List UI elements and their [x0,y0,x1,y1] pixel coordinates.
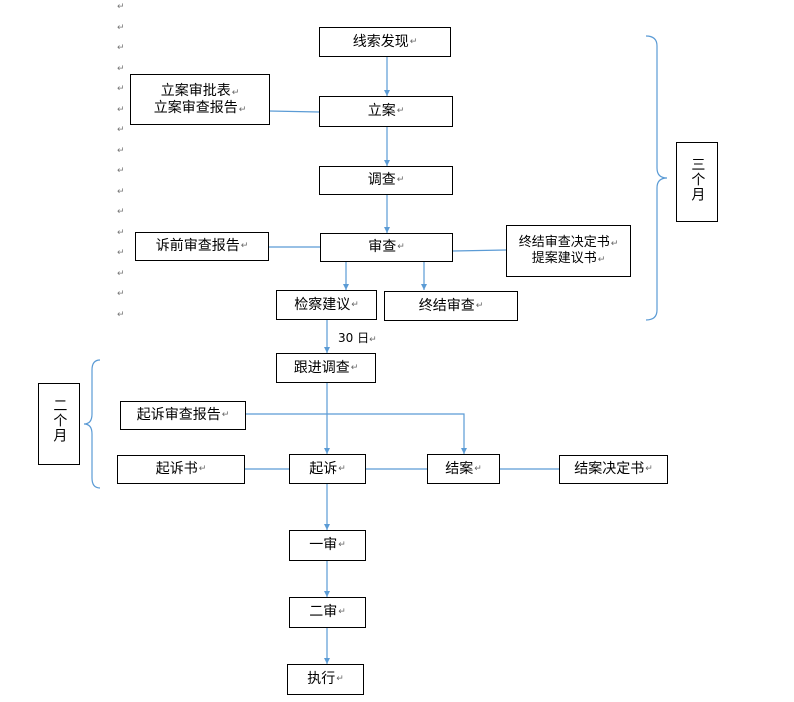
node-procuratorial-advice: 检察建议↵ [276,290,377,320]
paragraph-mark: ↵ [117,22,125,33]
paragraph-mark: ↵ [117,125,125,135]
node-suit: 起诉↵ [289,454,366,484]
paragraph-mark: ↵ [117,166,125,176]
paragraph-mark: ↵ [117,104,125,115]
paragraph-mark: ↵ [117,248,125,258]
paragraph-mark: ↵ [117,309,125,320]
node-pre-suit-report: 诉前审查报告↵ [135,232,269,261]
paragraph-mark: ↵ [117,2,125,12]
node-execution: 执行↵ [287,664,364,695]
paragraph-mark: ↵ [117,268,125,279]
line-review-finaldocs [452,249,507,252]
paragraph-mark: ↵ [117,227,125,238]
paragraph-mark: ↵ [117,63,125,74]
right-brace [645,35,668,321]
node-filing-docs: 立案审批表↵ 立案审查报告↵ [130,74,270,125]
node-review: 审查↵ [320,233,453,262]
three-months-label: 三个月 [676,142,718,222]
left-brace [83,359,101,489]
paragraph-mark: ↵ [117,145,125,156]
paragraph-mark: ↵ [117,289,125,299]
node-close-decision: 结案决定书↵ [559,455,668,484]
days-30-label: 30 日↵ [338,331,377,345]
arrow-suitreport-close [246,413,467,454]
node-second-trial: 二审↵ [289,597,366,628]
paragraph-mark: ↵ [117,84,125,94]
node-indictment: 起诉书↵ [117,455,245,484]
node-filing: 立案↵ [319,96,453,127]
node-final-review: 终结审查↵ [384,291,518,321]
paragraph-mark: ↵ [117,186,125,197]
node-close-case: 结案↵ [427,454,500,484]
node-suit-review-report: 起诉审查报告↵ [120,401,246,430]
node-investigate: 调查↵ [319,166,453,195]
two-months-label: 二个月 [38,383,80,465]
node-clue: 线索发现↵ [319,27,451,57]
node-final-docs: 终结审查决定书↵ 提案建议书↵ [506,225,631,277]
paragraph-mark: ↵ [117,43,125,53]
node-first-trial: 一审↵ [289,530,366,561]
line-filing-docs [268,110,320,113]
node-follow-up: 跟进调查↵ [276,353,376,383]
paragraph-mark: ↵ [117,207,125,217]
